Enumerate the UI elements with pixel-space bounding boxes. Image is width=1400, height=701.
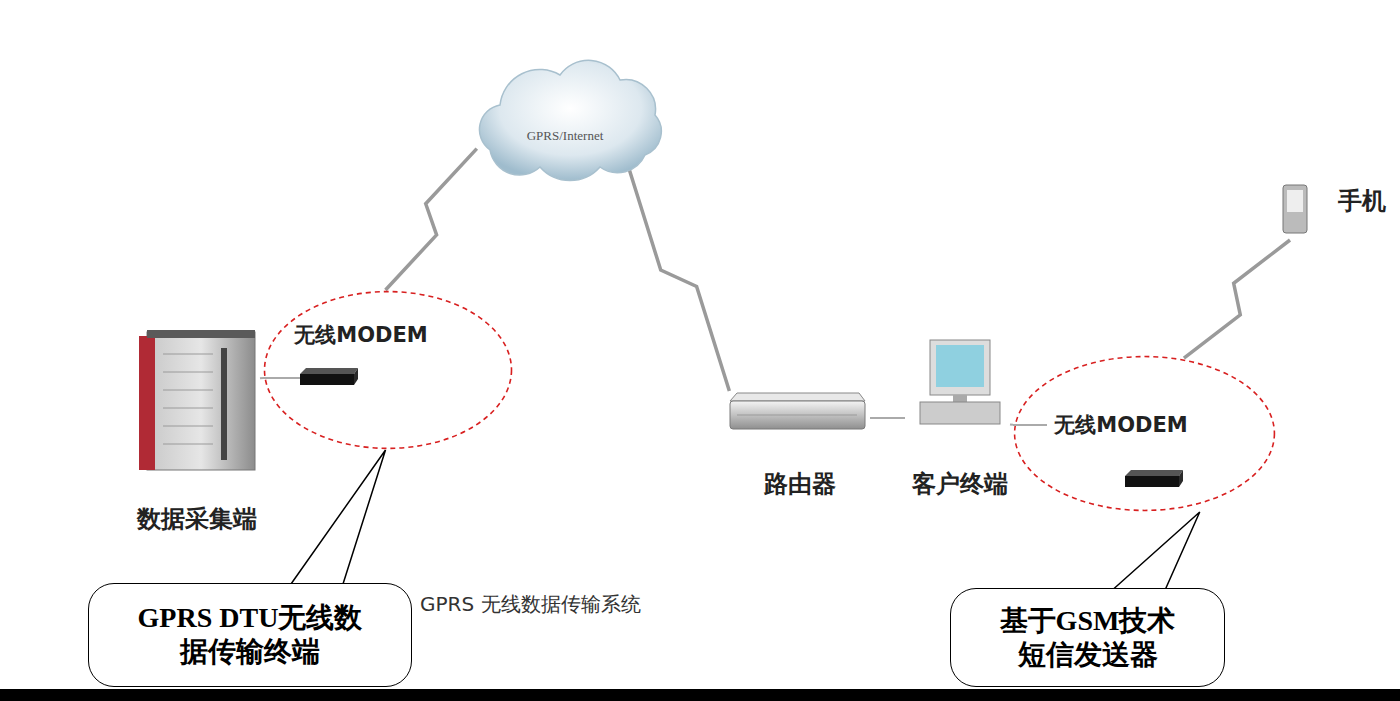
callout-text: 基于GSM技术 短信发送器 bbox=[998, 604, 1178, 671]
bottom-bar bbox=[0, 689, 1400, 701]
callout-text: GPRS DTU无线数据传输终端 bbox=[130, 601, 370, 668]
modem-body bbox=[300, 374, 354, 385]
router-groove bbox=[737, 415, 857, 416]
server-slot bbox=[163, 372, 213, 373]
text-holder: GPRS/Internet bbox=[527, 126, 604, 144]
router: 路由器 bbox=[725, 385, 870, 503]
node-label: 路由器 bbox=[764, 471, 836, 499]
text-holder: 无线MODEM bbox=[1054, 413, 1187, 437]
callout-pointer bbox=[291, 450, 386, 584]
cable-line bbox=[260, 377, 263, 379]
client-terminal: 客户终端 bbox=[905, 330, 1010, 505]
monitor-neck bbox=[953, 395, 967, 402]
server-slot bbox=[163, 354, 213, 355]
monitor bbox=[930, 340, 990, 395]
modem-side bbox=[354, 368, 358, 385]
phone-body bbox=[1283, 185, 1307, 233]
callout-box: 基于GSM技术 短信发送器 bbox=[950, 588, 1225, 687]
wireless-link bbox=[386, 149, 477, 290]
icon bbox=[263, 290, 513, 450]
text-holder: 基于GSM技术 短信发送器 bbox=[998, 604, 1178, 671]
pc-base bbox=[920, 402, 1000, 424]
modem-top bbox=[300, 368, 358, 374]
node-label: 客户终端 bbox=[912, 471, 1008, 499]
text-holder: 路由器 bbox=[764, 471, 836, 499]
node-label: 无线MODEM bbox=[1054, 413, 1187, 437]
dashed-ellipse bbox=[265, 292, 512, 449]
modem-ellipse: 无线MODEM bbox=[1013, 355, 1276, 512]
cable-line bbox=[870, 417, 905, 419]
icon bbox=[460, 55, 670, 185]
node-label: 数据采集端 bbox=[137, 506, 257, 534]
cloud: GPRS/Internet bbox=[460, 55, 670, 185]
callout-pointer bbox=[1114, 512, 1200, 589]
server-slot bbox=[163, 408, 213, 409]
data-collector: 数据采集端 bbox=[135, 330, 260, 540]
modem-top bbox=[1125, 470, 1183, 476]
server-red-panel bbox=[139, 336, 155, 470]
text-holder: 数据采集端 bbox=[137, 506, 257, 534]
router-top bbox=[730, 393, 865, 401]
text-holder: 无线MODEM bbox=[294, 323, 427, 347]
mobile-phone: 手机 bbox=[1278, 180, 1398, 240]
wireless-link bbox=[628, 166, 729, 391]
callout-box: GPRS DTU无线数据传输终端 bbox=[88, 583, 412, 687]
text-holder: 客户终端 bbox=[912, 471, 1008, 499]
dashed-ellipse bbox=[1015, 357, 1275, 511]
router-body bbox=[730, 401, 865, 429]
node-label: 手机 bbox=[1338, 188, 1386, 216]
text-holder: 手机 bbox=[1338, 188, 1386, 216]
cloud-shape bbox=[479, 60, 661, 180]
caption-holder: GPRS 无线数据传输系统 bbox=[420, 591, 641, 618]
cable-line bbox=[1010, 424, 1013, 426]
modem-ellipse: 无线MODEM bbox=[263, 290, 513, 450]
server-top bbox=[147, 330, 255, 338]
text-holder: GPRS DTU无线数据传输终端 bbox=[130, 601, 370, 668]
server-slot bbox=[163, 390, 213, 391]
modem-side bbox=[1179, 470, 1183, 487]
modem-body bbox=[1125, 476, 1179, 487]
wire bbox=[1013, 424, 1047, 426]
node-label: 无线MODEM bbox=[294, 323, 427, 347]
screen bbox=[936, 345, 984, 387]
wireless-link bbox=[1184, 240, 1290, 358]
server-slot bbox=[163, 426, 213, 427]
system-caption: GPRS 无线数据传输系统 bbox=[420, 591, 641, 618]
server-body bbox=[147, 332, 255, 470]
phone-screen bbox=[1287, 190, 1303, 212]
wire bbox=[263, 377, 300, 379]
server-slot bbox=[163, 444, 213, 445]
node-label: GPRS/Internet bbox=[527, 129, 604, 144]
server-strip bbox=[221, 348, 227, 460]
